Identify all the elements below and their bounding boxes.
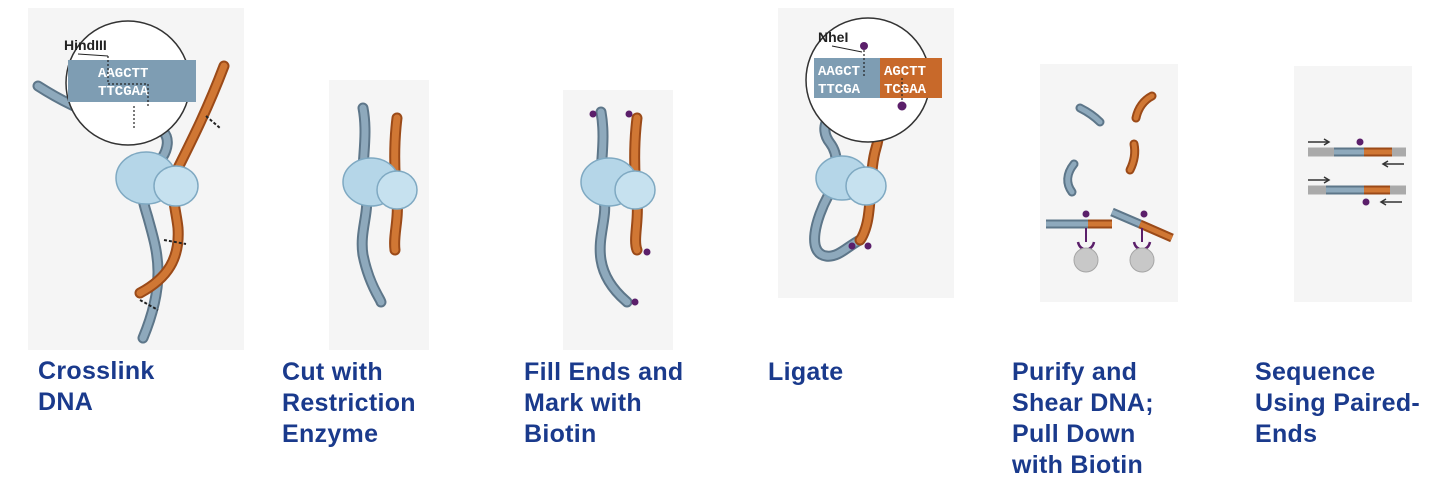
caption-ligate: Ligate bbox=[768, 358, 844, 386]
sequence-box bbox=[68, 60, 196, 102]
biotin-marker bbox=[860, 42, 868, 50]
cut-illustration bbox=[342, 102, 418, 308]
seq-right-bottom: TCGAA bbox=[884, 82, 927, 98]
seq-left-bottom: TTCGA bbox=[818, 82, 861, 98]
biotin-marker bbox=[1362, 198, 1370, 206]
caption-cut: Cut with Restriction Enzyme bbox=[282, 358, 416, 448]
panel-crosslink: AAGCTT TTCGAA HindIII bbox=[28, 8, 244, 350]
biotin-marker bbox=[1356, 138, 1364, 146]
fill-ends-illustration bbox=[580, 106, 656, 308]
seq-bottom-hindiii: TTCGAA bbox=[98, 84, 149, 100]
biotin-marker bbox=[625, 110, 633, 118]
biotin-marker bbox=[589, 110, 597, 118]
purify-illustration bbox=[1046, 91, 1174, 273]
sequence-box-right bbox=[880, 58, 942, 98]
sequence-box-left bbox=[814, 58, 880, 98]
sequence-illustration bbox=[1308, 138, 1406, 206]
ligate-illustration: AAGCT TTCGA AGCTT TCGAA NheI bbox=[805, 17, 942, 262]
caption-crosslink: Crosslink DNA bbox=[38, 357, 155, 416]
caption-fill-ends: Fill Ends and Mark with Biotin bbox=[524, 358, 684, 448]
seq-right-top: AGCTT bbox=[884, 64, 926, 80]
biotin-marker bbox=[864, 242, 872, 250]
biotin-marker bbox=[631, 298, 639, 306]
enzyme-label-hindiii: HindIII bbox=[64, 37, 107, 53]
crosslink-illustration: AAGCTT TTCGAA HindIII bbox=[32, 20, 230, 344]
enzyme-label-nhei: NheI bbox=[818, 29, 848, 45]
panel-fill-ends bbox=[563, 90, 673, 350]
caption-sequence: Sequence Using Paired- Ends bbox=[1255, 358, 1421, 448]
seq-left-top: AAGCT bbox=[818, 64, 860, 80]
streptavidin-bead bbox=[1073, 247, 1099, 273]
biotin-marker bbox=[848, 242, 856, 250]
seq-top-hindiii: AAGCTT bbox=[98, 66, 148, 82]
panel-purify bbox=[1040, 64, 1178, 302]
panel-ligate: AAGCT TTCGA AGCTT TCGAA NheI bbox=[778, 8, 954, 298]
biotin-marker bbox=[643, 248, 651, 256]
panel-cut bbox=[329, 80, 429, 350]
biotin-marker bbox=[1140, 210, 1148, 218]
panel-sequence bbox=[1294, 66, 1412, 302]
caption-purify: Purify and Shear DNA; Pull Down with Bio… bbox=[1012, 358, 1154, 479]
biotin-marker bbox=[897, 101, 907, 111]
biotin-marker bbox=[1082, 210, 1090, 218]
streptavidin-bead bbox=[1129, 247, 1155, 273]
